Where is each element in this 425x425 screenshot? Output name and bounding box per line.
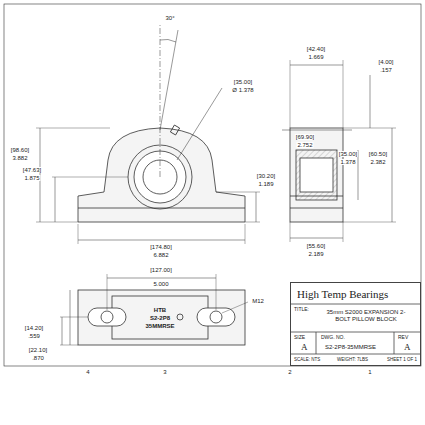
dimension-text: [42.40]	[306, 46, 326, 52]
dimension-text: 2.752	[296, 142, 313, 148]
title-block-text: REV	[398, 335, 408, 341]
dimension-text: [174.80]	[149, 244, 173, 250]
dimension-text: [4.00]	[377, 59, 394, 65]
dimension-text: [30.20]	[256, 173, 276, 179]
dimension-text: [47.63]	[22, 167, 42, 173]
dimension-text: 1.669	[307, 54, 324, 60]
dimension-text: [55.60]	[306, 243, 326, 249]
dimension-text: Ø 1.378	[231, 87, 254, 93]
dimension-text: 2.382	[369, 159, 386, 165]
dimension-text: [22.10]	[28, 347, 48, 353]
title-block-text: SHEET 1 OF 1	[387, 358, 417, 363]
title-block-text: A	[404, 343, 411, 353]
title-block: High Temp BearingsTITLE: 35mm S2000 EXPAN…	[290, 282, 421, 366]
part-marking: S2-2P8	[149, 315, 171, 321]
part-marking: 35MMRSE	[144, 323, 175, 329]
zone-number: 3	[162, 369, 167, 375]
dimension-text: [98.60]	[10, 147, 30, 153]
title-block-text: SCALE: NTS	[294, 358, 320, 363]
title-block-text: 35mm S2000 EXPANSION 2-BOLT PILLOW BLOCK	[321, 309, 411, 322]
dimension-text: [60.50]	[368, 151, 388, 157]
dimension-text: [69.90]	[295, 134, 315, 140]
dimension-text: 30°	[164, 15, 175, 21]
dimension-text: 1.875	[23, 175, 40, 181]
title-block-text: SIZE	[294, 335, 305, 341]
zone-number: 4	[85, 369, 90, 375]
dimension-text: .870	[31, 355, 45, 361]
dimension-text: M12	[251, 298, 265, 304]
part-marking: HTB	[153, 307, 167, 313]
dimension-text: 6.882	[152, 252, 169, 258]
dimension-text: 1.189	[257, 181, 274, 187]
title-block-text: TITLE:	[294, 307, 309, 313]
dimension-text: [35.00]	[233, 79, 253, 85]
title-block-text: A	[301, 343, 308, 353]
dimension-text: 1.378	[339, 159, 356, 165]
dimension-text: .157	[379, 67, 393, 73]
dimension-text: .559	[27, 333, 41, 339]
zone-number: 2	[287, 369, 292, 375]
dimension-text: [127.00]	[149, 267, 173, 273]
dimension-text: 5.000	[152, 281, 169, 287]
company-name: High Temp Bearings	[297, 288, 388, 300]
title-block-text: WEIGHT: 7LBS	[337, 358, 368, 363]
zone-number: 1	[367, 369, 372, 375]
dimension-text: 2.189	[307, 251, 324, 257]
title-block-text: DWG. NO.	[321, 335, 345, 341]
dimension-text: [14.20]	[24, 325, 44, 331]
dimension-text: [35.00]	[338, 151, 358, 157]
title-block-text: S2-2P8-35MMRSE	[325, 344, 376, 351]
dimension-text: 3.882	[11, 155, 28, 161]
